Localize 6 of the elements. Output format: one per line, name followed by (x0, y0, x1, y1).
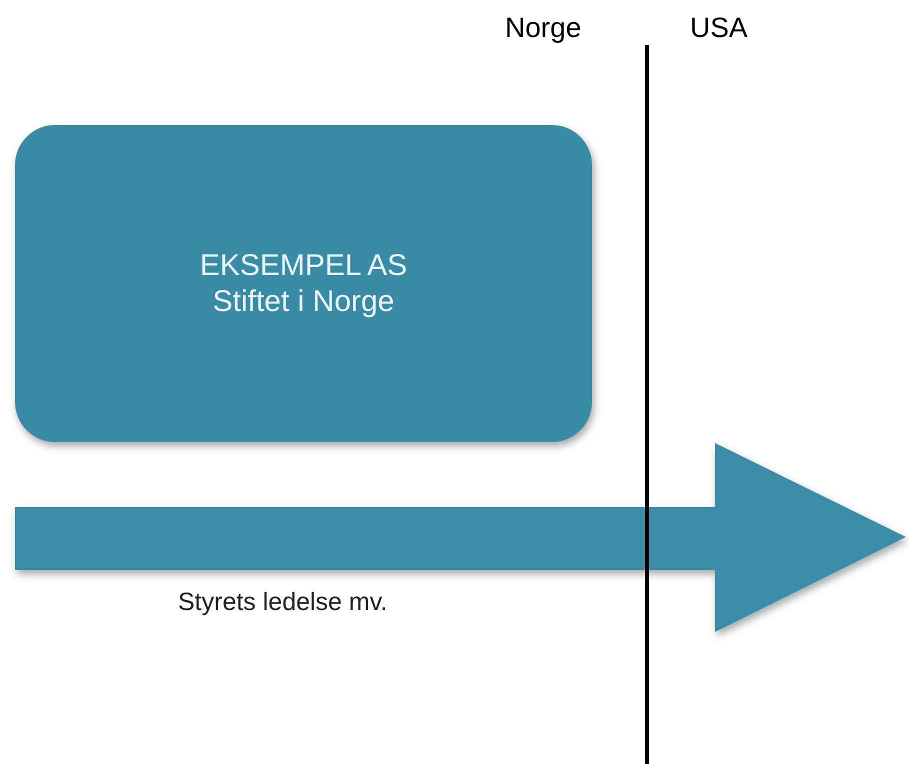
region-label: Norge (505, 12, 582, 44)
arrow-caption: Styrets ledelse mv. (178, 588, 388, 617)
region-label: USA (690, 12, 748, 44)
company-name: EKSEMPEL AS (200, 248, 408, 284)
node-text: Stiftet i Norge (212, 284, 394, 320)
rounded-box (15, 125, 592, 442)
